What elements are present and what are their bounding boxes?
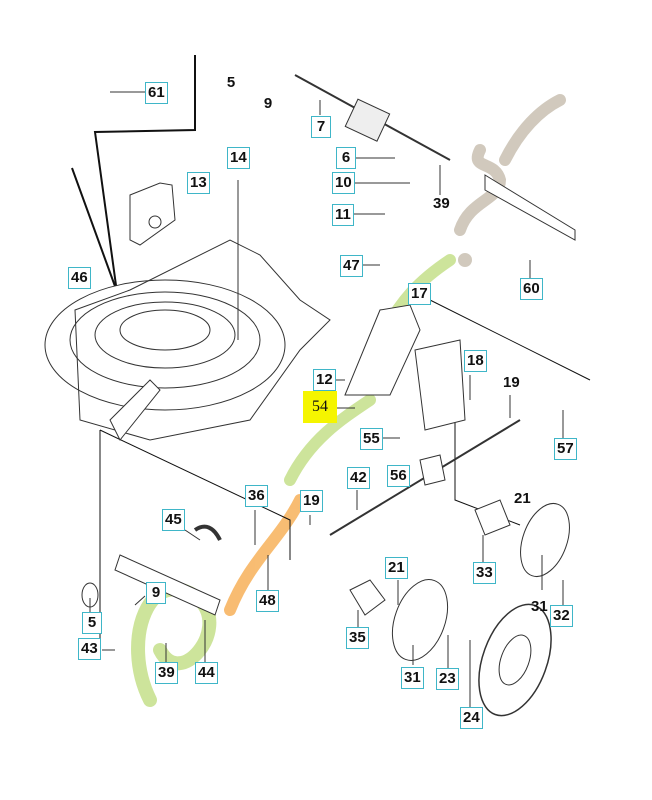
callout-60[interactable]: 60 <box>520 278 543 300</box>
callout-14[interactable]: 14 <box>227 147 250 169</box>
callout-44[interactable]: 44 <box>195 662 218 684</box>
mower-deck <box>44 239 331 441</box>
callout-21-right[interactable]: 21 <box>514 490 531 507</box>
callout-13[interactable]: 13 <box>187 172 210 194</box>
height-adjust-plate-13 <box>129 182 176 246</box>
callout-9-lower[interactable]: 9 <box>146 582 166 604</box>
callout-7[interactable]: 7 <box>311 116 331 138</box>
callout-45[interactable]: 45 <box>162 509 185 531</box>
callout-46[interactable]: 46 <box>68 267 91 289</box>
callout-18[interactable]: 18 <box>464 350 487 372</box>
rear-flap-rail <box>484 174 576 241</box>
leader-lines <box>89 91 564 708</box>
callout-12[interactable]: 12 <box>313 369 336 391</box>
callout-57[interactable]: 57 <box>554 438 577 460</box>
callout-39-lower[interactable]: 39 <box>155 662 178 684</box>
height-adjust-lever <box>81 524 222 616</box>
callout-21-left[interactable]: 21 <box>385 557 408 579</box>
callout-11[interactable]: 11 <box>332 204 354 226</box>
callout-47[interactable]: 47 <box>340 255 363 277</box>
callout-43[interactable]: 43 <box>78 638 101 660</box>
rear-axle-assembly <box>329 304 521 536</box>
callout-56[interactable]: 56 <box>387 465 410 487</box>
callout-5[interactable]: 5 <box>226 74 236 91</box>
callout-19-left[interactable]: 19 <box>300 490 323 512</box>
callout-32[interactable]: 32 <box>550 605 573 627</box>
callout-9[interactable]: 9 <box>263 95 273 112</box>
callout-54-highlighted[interactable]: 54 <box>303 391 337 423</box>
callout-39-top[interactable]: 39 <box>433 195 450 212</box>
callout-10[interactable]: 10 <box>332 172 355 194</box>
callout-5-lower[interactable]: 5 <box>82 612 102 634</box>
callout-17[interactable]: 17 <box>408 283 431 305</box>
callout-24[interactable]: 24 <box>460 707 483 729</box>
callout-33[interactable]: 33 <box>473 562 496 584</box>
callout-31-right[interactable]: 31 <box>531 598 548 615</box>
wheels <box>349 499 570 717</box>
callout-35[interactable]: 35 <box>346 627 369 649</box>
callout-55[interactable]: 55 <box>360 428 383 450</box>
gearbox <box>294 74 451 161</box>
callout-6[interactable]: 6 <box>336 147 356 169</box>
callout-48[interactable]: 48 <box>256 590 279 612</box>
callout-61[interactable]: 61 <box>145 82 168 104</box>
callout-36[interactable]: 36 <box>245 485 268 507</box>
callout-42[interactable]: 42 <box>347 467 370 489</box>
callout-31-left[interactable]: 31 <box>401 667 424 689</box>
callout-19-right[interactable]: 19 <box>503 374 520 391</box>
callout-23[interactable]: 23 <box>436 668 459 690</box>
